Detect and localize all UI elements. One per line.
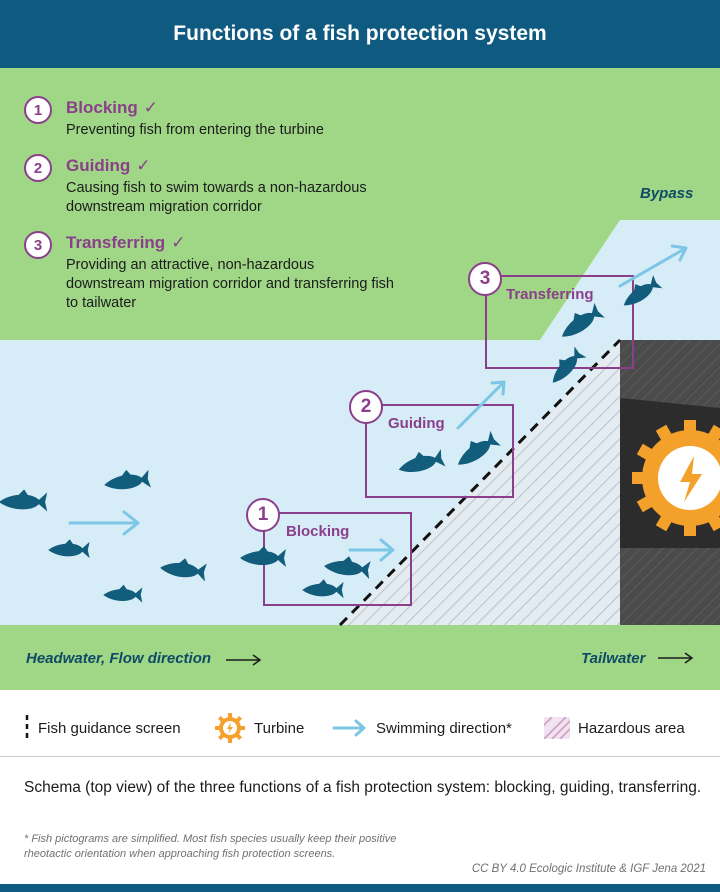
- box-label-transferring: Transferring: [506, 286, 594, 303]
- legend-swimming-label: Swimming direction*: [376, 719, 512, 737]
- hatch-icon: [544, 717, 570, 739]
- tailwater-label: Tailwater: [581, 650, 646, 667]
- check-icon: ✓: [171, 233, 186, 252]
- page-title: Functions of a fish protection system: [173, 22, 547, 45]
- step-title: Guiding: [66, 156, 131, 175]
- step-description: Causing fish to swim towards a non-hazar…: [66, 180, 367, 215]
- dashed-line-icon: [25, 715, 29, 741]
- credit: CC BY 4.0 Ecologic Institute & IGF Jena …: [471, 863, 706, 875]
- swimming-arrows: [68, 244, 688, 562]
- headwater-label: Headwater, Flow direction: [26, 650, 212, 667]
- page-header: Functions of a fish protection system: [0, 0, 720, 68]
- flow-arrows: [226, 652, 694, 666]
- legend-screen-label: Fish guidance screen: [38, 719, 181, 737]
- legend-screen: Fish guidance screen: [24, 700, 181, 756]
- legend-hazard-label: Hazardous area: [578, 719, 685, 737]
- bottom-bar: [0, 884, 720, 892]
- box-label-guiding: Guiding: [388, 415, 445, 432]
- box-number-1: 1: [246, 498, 280, 532]
- box-number-2: 2: [349, 390, 383, 424]
- diagram-canvas: [0, 68, 720, 690]
- legend-hazard: Hazardous area: [544, 700, 685, 756]
- box-number-3: 3: [468, 262, 502, 296]
- step-number: 2: [24, 154, 52, 182]
- legend-turbine-label: Turbine: [254, 719, 305, 737]
- bypass-label: Bypass: [640, 185, 694, 202]
- step-description: Providing an attractive, non-hazardous d…: [66, 257, 394, 311]
- diagram-scene: 1 Blocking ✓ Preventing fish from enterin…: [0, 68, 720, 690]
- arrow-icon: [332, 719, 366, 737]
- footnote: * Fish pictograms are simplified. Most f…: [24, 833, 397, 860]
- legend-turbine: Turbine: [214, 700, 304, 756]
- legend-swimming: Swimming direction*: [332, 700, 512, 756]
- fish-guidance-screen: [338, 338, 622, 627]
- box-label-blocking: Blocking: [286, 523, 350, 540]
- step-title: Transferring: [66, 233, 166, 252]
- check-icon: ✓: [143, 98, 159, 117]
- guiding-box: [365, 404, 514, 498]
- step-number: 1: [24, 96, 52, 124]
- legend: Fish guidance screen Turbine Swimming di…: [0, 700, 720, 757]
- step-title: Blocking: [66, 98, 138, 117]
- step-description: Preventing fish from entering the turbin…: [66, 122, 324, 138]
- lower-bank: [0, 625, 720, 690]
- step-number: 3: [24, 231, 52, 259]
- check-icon: ✓: [136, 156, 151, 175]
- turbine-icon: [215, 713, 245, 743]
- bypass-channel: [540, 220, 720, 340]
- caption: Schema (top view) of the three functions…: [24, 779, 702, 796]
